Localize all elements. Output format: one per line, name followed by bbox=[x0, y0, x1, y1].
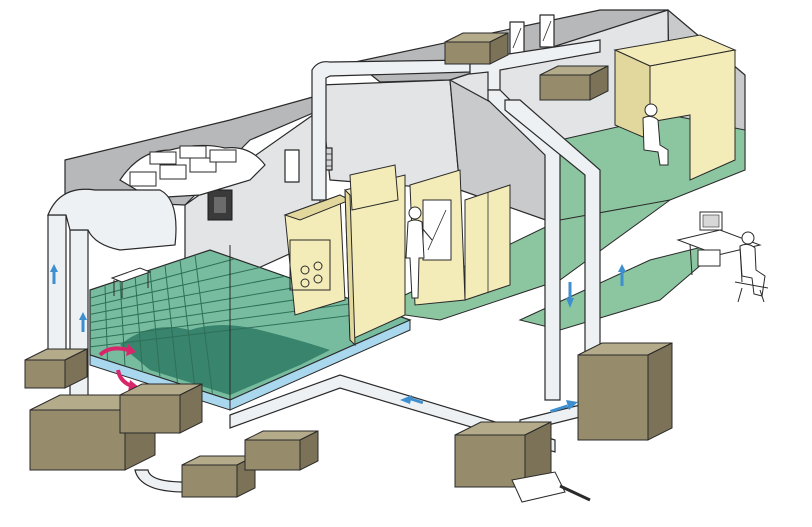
floor-grid-line bbox=[89, 267, 261, 307]
floor-cutaway-shadow bbox=[120, 325, 330, 395]
supply-duct-top bbox=[311, 59, 471, 201]
equipment-locker bbox=[464, 184, 511, 301]
floor-grid-line bbox=[194, 254, 213, 395]
process-equipment bbox=[110, 34, 737, 347]
airflow-arrow-icon bbox=[618, 264, 626, 286]
air-handling-units bbox=[24, 32, 673, 503]
workstation-icon bbox=[676, 211, 762, 283]
window bbox=[284, 149, 300, 183]
air-handler-unit bbox=[444, 32, 509, 65]
supply-plenum-hood bbox=[47, 188, 177, 251]
airflow-arrow-icon bbox=[50, 264, 58, 284]
people bbox=[405, 103, 769, 303]
equipment-tower-side bbox=[344, 188, 356, 347]
hepa-filter-bank bbox=[129, 145, 237, 187]
air-handler-unit bbox=[181, 455, 256, 498]
air-handler-unit bbox=[454, 421, 552, 488]
return-duct-bottom bbox=[229, 374, 556, 453]
airflow-arrow-icon bbox=[550, 400, 578, 413]
floor-grid-line bbox=[164, 264, 178, 384]
wall-control-panel bbox=[207, 189, 233, 221]
floor-grid-line bbox=[104, 284, 108, 361]
air-handler-unit bbox=[539, 65, 609, 101]
air-handler-unit bbox=[244, 430, 319, 471]
ductwork bbox=[47, 39, 626, 493]
air-intake-hood bbox=[511, 471, 566, 503]
airflow-arrow-icon bbox=[400, 395, 424, 405]
subfloor-plenum-right bbox=[229, 319, 411, 411]
floor-grid-line bbox=[89, 310, 386, 348]
equipment-top-cabinet bbox=[349, 164, 399, 211]
window-glint bbox=[542, 20, 552, 42]
floor-grid-line bbox=[149, 269, 161, 378]
air-handler-unit bbox=[119, 383, 203, 434]
window-glint bbox=[512, 27, 522, 49]
airflow-arrow-icon bbox=[79, 312, 87, 332]
person-icon bbox=[405, 206, 433, 299]
air-handler-unit bbox=[577, 342, 673, 441]
floor-grid-line bbox=[89, 284, 311, 323]
office-desk bbox=[613, 34, 737, 181]
person-icon bbox=[734, 231, 769, 303]
person-icon bbox=[642, 103, 669, 166]
intake-pipe bbox=[559, 484, 591, 502]
equipment-panel bbox=[289, 239, 331, 291]
floor-grid-line bbox=[179, 259, 196, 389]
air-handler-unit bbox=[24, 348, 88, 389]
floor-grid-line bbox=[89, 275, 286, 315]
floor-grid-line bbox=[119, 279, 126, 367]
airflow-arrow-icon bbox=[566, 282, 574, 308]
work-table bbox=[110, 267, 152, 298]
